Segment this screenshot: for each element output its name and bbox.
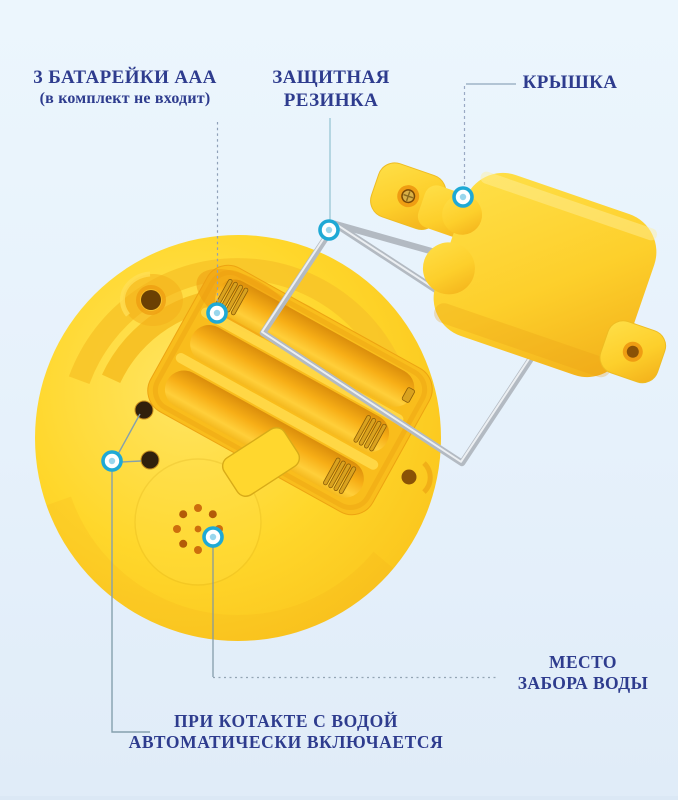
screw-recess-right (401, 461, 433, 494)
battery-spring (215, 278, 249, 316)
screw-recess-left (119, 271, 183, 326)
label-water-intake: МЕСТО ЗАБОРА ВОДЫ (518, 652, 648, 695)
label-protective-band-line2: РЕЗИНКА (283, 90, 379, 112)
lid-screw-hole-left (397, 185, 420, 208)
label-cover: КРЫШКА (523, 71, 618, 94)
battery-spring (353, 415, 387, 452)
label-protective-band-line1: ЗАЩИТНАЯ (272, 67, 390, 88)
lid-body (433, 172, 657, 378)
battery-slot-2 (190, 325, 390, 453)
battery-spring (323, 457, 357, 494)
bottom-edge-strip (0, 796, 678, 800)
lid-screw-hole-right (622, 341, 643, 362)
callout-marker-rubber (318, 219, 340, 241)
label-batteries-line2: (в комплект не входит) (39, 90, 211, 108)
callout-marker-water-intake (202, 526, 224, 548)
label-water-intake-line1: МЕСТО (549, 652, 617, 672)
label-batteries-line1: 3 БАТАРЕЙКИ ААА (33, 67, 217, 88)
battery-slot-1 (215, 279, 415, 407)
label-auto-on-line2: АВТОМАТИЧЕСКИ ВКЛЮЧАЕТСЯ (128, 732, 444, 753)
label-auto-on-line1: ПРИ КОТАКТЕ С ВОДОЙ (173, 711, 399, 731)
label-batteries: 3 БАТАРЕЙКИ ААА (в комплект не входит) (33, 66, 217, 109)
callout-marker-batteries (206, 302, 228, 324)
label-auto-on: ПРИ КОТАКТЕ С ВОДОЙ АВТОМАТИЧЕСКИ ВКЛЮЧА… (129, 711, 444, 754)
label-water-intake-line2: ЗАБОРА ВОДЫ (517, 673, 649, 694)
callout-marker-cover (452, 186, 474, 208)
label-cover-text: КРЫШКА (522, 72, 618, 93)
leader-line-auto-on (111, 470, 150, 733)
callout-marker-contacts (101, 450, 123, 472)
label-protective-band: ЗАЩИТНАЯ РЕЗИНКА (272, 66, 390, 112)
callout-markers (101, 186, 474, 548)
leader-lines (111, 83, 516, 733)
cover-lid (370, 162, 667, 384)
